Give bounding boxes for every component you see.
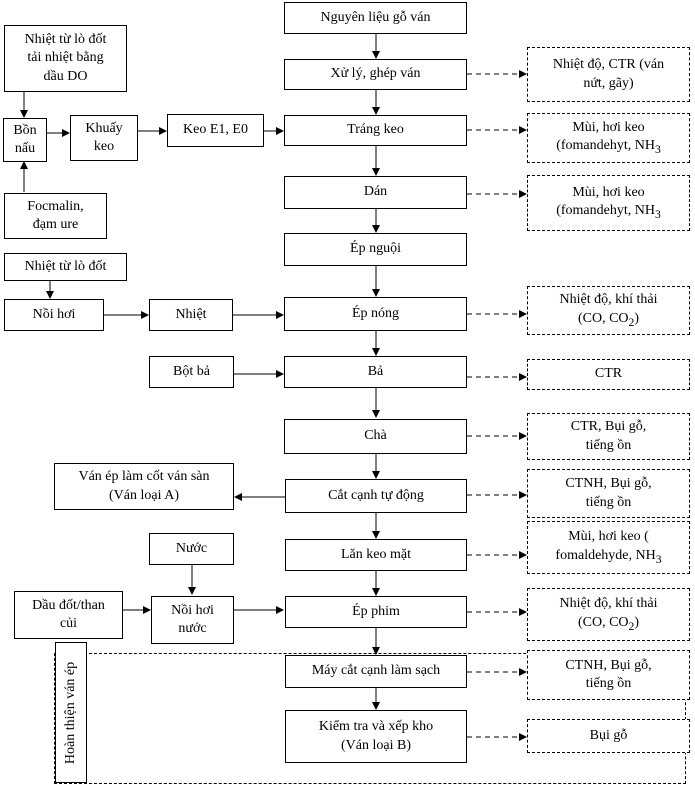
heat-do-box: Nhiệt từ lò đốt tải nhiệt bằng dầu DO — [4, 25, 127, 92]
output-9-line2: (CO, CO — [577, 614, 629, 630]
gluing-box: Dán — [284, 176, 467, 209]
output-9-sub: 2 — [628, 619, 635, 633]
cook-tank-box: Bồn nấu — [3, 118, 47, 162]
cold-press-box: Ép nguội — [284, 233, 467, 266]
output-2-line2: (fomandehyt, NH — [556, 138, 655, 154]
glue-coating-box: Tráng keo — [284, 115, 467, 146]
output-box-5: CTR — [527, 359, 690, 390]
mixer-box: Khuấy keo — [70, 115, 138, 161]
putty-box: Bả — [284, 356, 467, 388]
output-8-sub: 3 — [655, 552, 662, 566]
output-8-line1: Mùi, hơi keo ( — [568, 529, 649, 545]
heat-box: Nhiệt — [149, 299, 233, 331]
water-box: Nước — [149, 533, 234, 565]
fuel-box: Dầu đốt/than củi — [14, 591, 123, 639]
output-3-line1: Mùi, hơi keo — [572, 184, 645, 200]
process-box: Xử lý, ghép ván — [284, 59, 467, 90]
output-4-sub: 2 — [628, 315, 635, 329]
finishing-label-box: Hoàn thiện ván ép — [55, 642, 87, 783]
heat-furnace-box: Nhiệt từ lò đốt — [4, 253, 127, 281]
film-press-box: Ép phim — [285, 596, 467, 628]
hot-press-box: Ép nóng — [284, 297, 467, 331]
output-9-line1: Nhiệt độ, khí thải — [559, 596, 658, 612]
raw-material-box: Nguyên liệu gỗ ván — [284, 2, 467, 34]
output-box-9: Nhiệt độ, khí thải (CO, CO2) — [527, 588, 690, 641]
formalin-box: Focmalin, đạm ure — [4, 193, 107, 239]
inspect-store-box: Kiểm tra và xếp kho (Ván loại B) — [285, 710, 467, 763]
output-4-line1: Nhiệt độ, khí thải — [559, 292, 658, 308]
output-2-sub: 3 — [654, 142, 661, 156]
boiler-water-box: Nồi hơi nước — [151, 596, 234, 644]
finishing-label: Hoàn thiện ván ép — [63, 661, 78, 764]
glue-types-box: Keo E1, E0 — [167, 114, 264, 147]
product-a-box: Ván ép làm cốt ván sàn (Ván loại A) — [54, 463, 234, 510]
output-box-6: CTR, Bụi gỗ, tiếng ồn — [527, 413, 690, 460]
output-box-10: CTNH, Bụi gỗ, tiếng ồn — [527, 650, 690, 700]
putty-powder-box: Bột bả — [149, 356, 234, 388]
output-box-11: Bụi gỗ — [527, 719, 690, 753]
output-4-end: ) — [634, 310, 640, 326]
output-box-4: Nhiệt độ, khí thải (CO, CO2) — [527, 286, 690, 335]
output-box-1: Nhiệt độ, CTR (ván nứt, gãy) — [527, 47, 690, 102]
output-9-end: ) — [634, 614, 640, 630]
output-8-line2: fomaldehyde, NH — [555, 547, 656, 563]
sanding-box: Chà — [284, 419, 467, 454]
finishing-group-frame — [54, 653, 686, 784]
auto-trim-box: Cắt cạnh tự động — [285, 479, 467, 513]
output-2-line1: Mùi, hơi keo — [572, 119, 645, 135]
output-3-line2: (fomandehyt, NH — [556, 203, 655, 219]
surface-glue-box: Lăn keo mặt — [285, 539, 467, 571]
output-box-8: Mùi, hơi keo ( fomaldehyde, NH3 — [527, 521, 690, 574]
boiler-box: Nồi hơi — [4, 299, 104, 331]
output-4-line2: (CO, CO — [577, 310, 629, 326]
output-3-sub: 3 — [654, 207, 661, 221]
output-box-7: CTNH, Bụi gỗ, tiếng ồn — [527, 469, 690, 518]
output-box-2: Mùi, hơi keo (fomandehyt, NH3 — [527, 113, 690, 163]
output-box-3: Mùi, hơi keo (fomandehyt, NH3 — [527, 175, 690, 231]
trim-clean-box: Máy cắt cạnh làm sạch — [285, 655, 467, 688]
